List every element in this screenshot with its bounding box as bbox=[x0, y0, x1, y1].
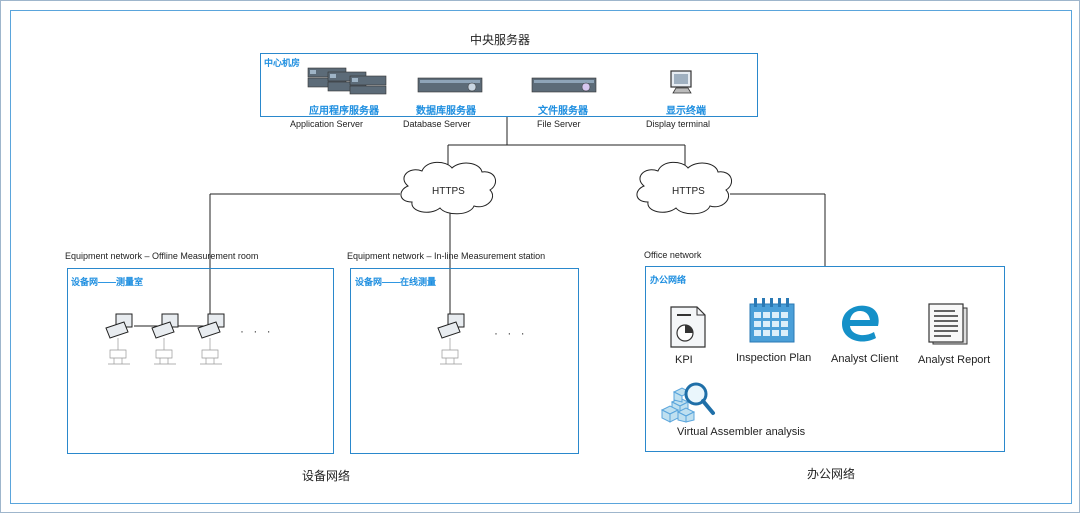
office-network-box bbox=[645, 266, 1005, 452]
file-server-cn-label: 文件服务器 bbox=[538, 106, 588, 117]
https-cloud-left-icon bbox=[400, 161, 497, 215]
analyst-e-icon bbox=[842, 305, 879, 342]
office-network-caption: Office network bbox=[644, 250, 702, 260]
cubes-magnifier-icon bbox=[660, 382, 715, 423]
monitor-icon bbox=[670, 70, 692, 94]
app-server-cn-label: 应用程序服务器 bbox=[309, 106, 379, 117]
file-server-icon bbox=[531, 77, 597, 93]
central-server-room-box bbox=[260, 53, 758, 117]
inspection-plan-label: Inspection Plan bbox=[736, 352, 812, 364]
offline-workstations-icon bbox=[105, 313, 225, 365]
offline-more-ellipsis: · · · bbox=[240, 324, 274, 338]
db-server-cn-label: 数据库服务器 bbox=[416, 106, 476, 117]
inline-measurement-label: 设备网——在线测量 bbox=[355, 277, 437, 287]
calendar-icon bbox=[749, 298, 795, 343]
offline-measurement-label: 设备网——测量室 bbox=[71, 277, 144, 287]
file-server-en-label: File Server bbox=[537, 119, 581, 129]
https-cloud-right-icon bbox=[636, 161, 733, 215]
display-terminal-en-label: Display terminal bbox=[646, 119, 711, 129]
inline-measurement-box bbox=[350, 268, 579, 454]
equipment-network-title: 设备网络 bbox=[302, 469, 351, 483]
office-network-title: 办公网络 bbox=[807, 467, 856, 481]
inline-workstation-icon bbox=[437, 313, 465, 365]
rack-server-icon bbox=[307, 67, 387, 95]
central-server-title: 中央服务器 bbox=[470, 33, 531, 47]
app-server-en-label: Application Server bbox=[290, 119, 364, 129]
inline-network-caption: Equipment network – In-line Measurement … bbox=[347, 251, 546, 261]
https-left-label: HTTPS bbox=[432, 186, 465, 197]
display-terminal-cn-label: 显示终端 bbox=[666, 106, 706, 117]
database-server-icon bbox=[417, 77, 483, 93]
offline-network-caption: Equipment network – Offline Measurement … bbox=[65, 251, 259, 261]
inline-more-ellipsis: · · · bbox=[494, 326, 528, 340]
offline-measurement-box bbox=[67, 268, 334, 454]
kpi-label: KPI bbox=[675, 354, 693, 366]
central-room-label: 中心机房 bbox=[264, 58, 301, 68]
kpi-document-icon bbox=[670, 306, 706, 348]
diagram-canvas bbox=[10, 10, 1072, 504]
db-server-en-label: Database Server bbox=[403, 119, 471, 129]
office-network-label: 办公网络 bbox=[650, 275, 687, 285]
analyst-client-label: Analyst Client bbox=[831, 353, 899, 365]
report-icon bbox=[928, 303, 968, 345]
virtual-assembler-label: Virtual Assembler analysis bbox=[677, 426, 806, 438]
analyst-report-label: Analyst Report bbox=[918, 354, 991, 366]
https-right-label: HTTPS bbox=[672, 186, 705, 197]
